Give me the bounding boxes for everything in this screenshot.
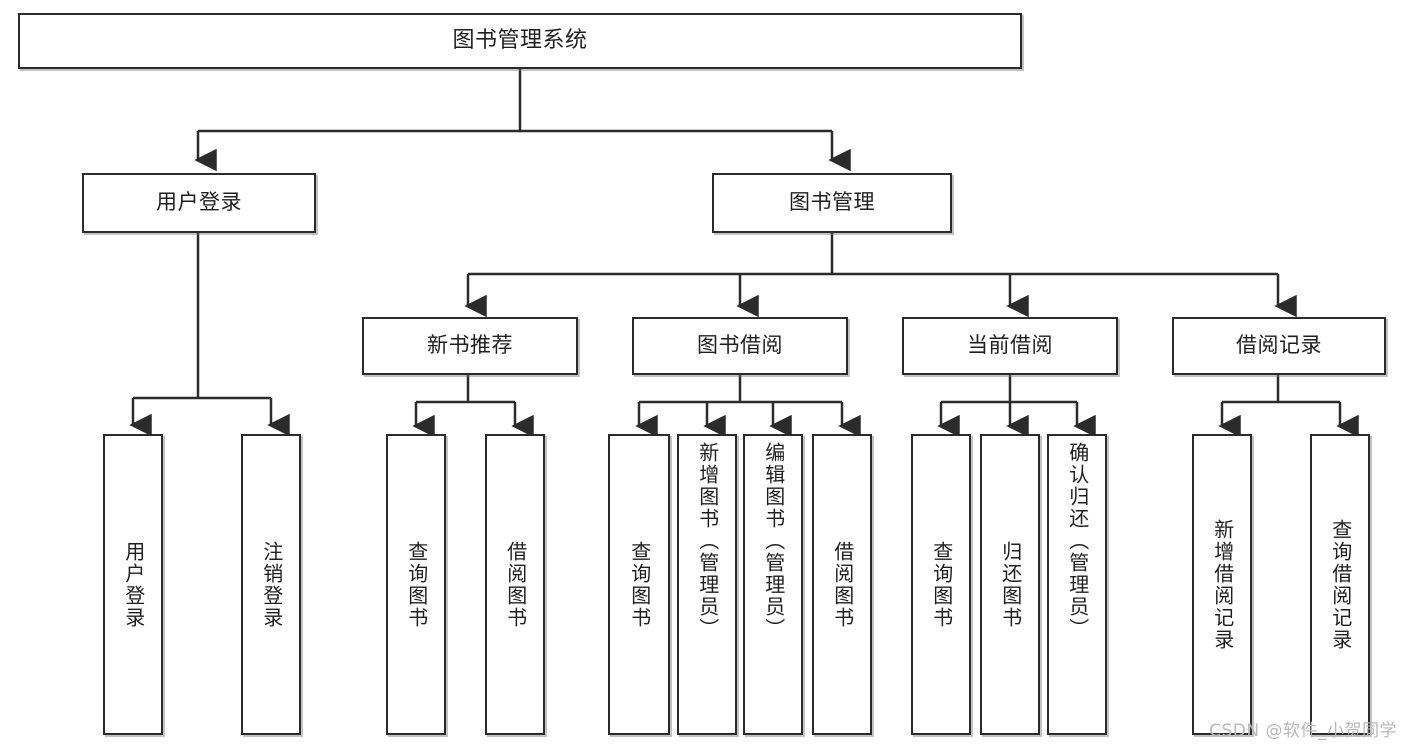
leaf-content: 用户登录 (105, 436, 161, 733)
node-book-management[interactable]: 图书管理 (712, 173, 952, 233)
node-label: 借阅记录 (1236, 333, 1322, 358)
leaf-query-book-borrowing[interactable]: 查询图书 (608, 434, 670, 735)
leaf-content: 新增图书（管理员） (679, 436, 735, 739)
node-label: 查询图书 (929, 540, 954, 629)
node-label: 编辑图书（管理员） (761, 442, 786, 640)
node-label: 图书管理系统 (452, 27, 588, 53)
leaf-content: 编辑图书（管理员） (745, 436, 801, 739)
node-label: 确认归还（管理员） (1065, 442, 1090, 640)
node-label: 图书管理 (789, 190, 875, 215)
node-label: 新增图书（管理员） (695, 442, 720, 640)
node-label: 用户登录 (121, 540, 146, 629)
node-label: 借阅图书 (830, 540, 855, 629)
leaf-content: 查询借阅记录 (1312, 436, 1368, 733)
node-label: 查询借阅记录 (1328, 518, 1353, 651)
node-label: 查询图书 (627, 540, 652, 629)
leaf-add-borrowing-record[interactable]: 新增借阅记录 (1192, 434, 1252, 735)
node-label: 新书推荐 (427, 333, 513, 358)
leaf-content: 确认归还（管理员） (1049, 436, 1105, 739)
leaf-borrow-book-recommendation[interactable]: 借阅图书 (485, 434, 545, 735)
node-new-book-recommendation[interactable]: 新书推荐 (362, 317, 578, 375)
leaf-add-book-admin[interactable]: 新增图书（管理员） (677, 434, 737, 735)
leaf-confirm-return-admin[interactable]: 确认归还（管理员） (1047, 434, 1107, 735)
leaf-content: 查询图书 (610, 436, 668, 733)
leaf-content: 查询图书 (388, 436, 444, 733)
node-label: 借阅图书 (503, 540, 528, 629)
leaf-logout[interactable]: 注销登录 (241, 434, 301, 735)
leaf-query-book-recommendation[interactable]: 查询图书 (386, 434, 446, 735)
leaf-content: 新增借阅记录 (1194, 436, 1250, 733)
leaf-borrow-book[interactable]: 借阅图书 (812, 434, 872, 735)
leaf-content: 注销登录 (243, 436, 299, 733)
node-book-borrowing[interactable]: 图书借阅 (632, 317, 848, 375)
leaf-content: 借阅图书 (814, 436, 870, 733)
node-label: 注销登录 (259, 540, 284, 629)
leaf-return-book[interactable]: 归还图书 (980, 434, 1040, 735)
leaf-query-book-current[interactable]: 查询图书 (911, 434, 971, 735)
node-label: 查询图书 (404, 540, 429, 629)
leaf-content: 查询图书 (913, 436, 969, 733)
node-root-book-management-system[interactable]: 图书管理系统 (18, 13, 1022, 69)
leaf-content: 借阅图书 (487, 436, 543, 733)
leaf-query-borrowing-record[interactable]: 查询借阅记录 (1310, 434, 1370, 735)
node-label: 用户登录 (156, 190, 242, 215)
leaf-user-login[interactable]: 用户登录 (103, 434, 163, 735)
node-label: 归还图书 (998, 540, 1023, 629)
node-label: 当前借阅 (967, 333, 1053, 358)
node-current-borrowing[interactable]: 当前借阅 (902, 317, 1118, 375)
node-label: 图书借阅 (697, 333, 783, 358)
node-user-login[interactable]: 用户登录 (82, 173, 316, 233)
node-borrowing-records[interactable]: 借阅记录 (1172, 317, 1386, 375)
leaf-edit-book-admin[interactable]: 编辑图书（管理员） (743, 434, 803, 735)
node-label: 新增借阅记录 (1210, 518, 1235, 651)
leaf-content: 归还图书 (982, 436, 1038, 733)
watermark-text: CSDN @软件_小贺同学 (1209, 721, 1397, 741)
